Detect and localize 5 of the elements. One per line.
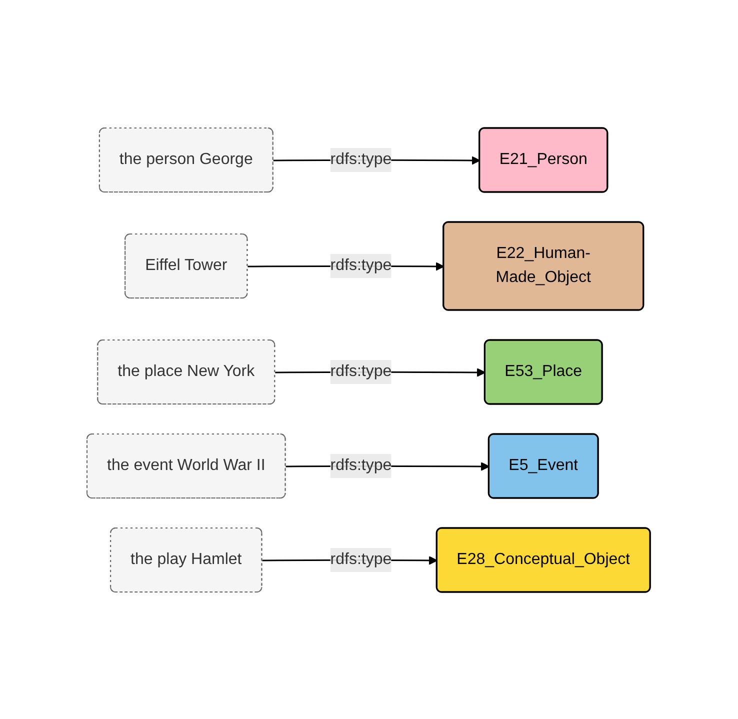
edge-label: rdfs:type [330,362,392,380]
edge-label: rdfs:type [330,550,392,568]
edge-label: rdfs:type [330,256,392,274]
edge-label: rdfs:type [330,456,392,474]
edge-label: rdfs:type [330,150,392,168]
